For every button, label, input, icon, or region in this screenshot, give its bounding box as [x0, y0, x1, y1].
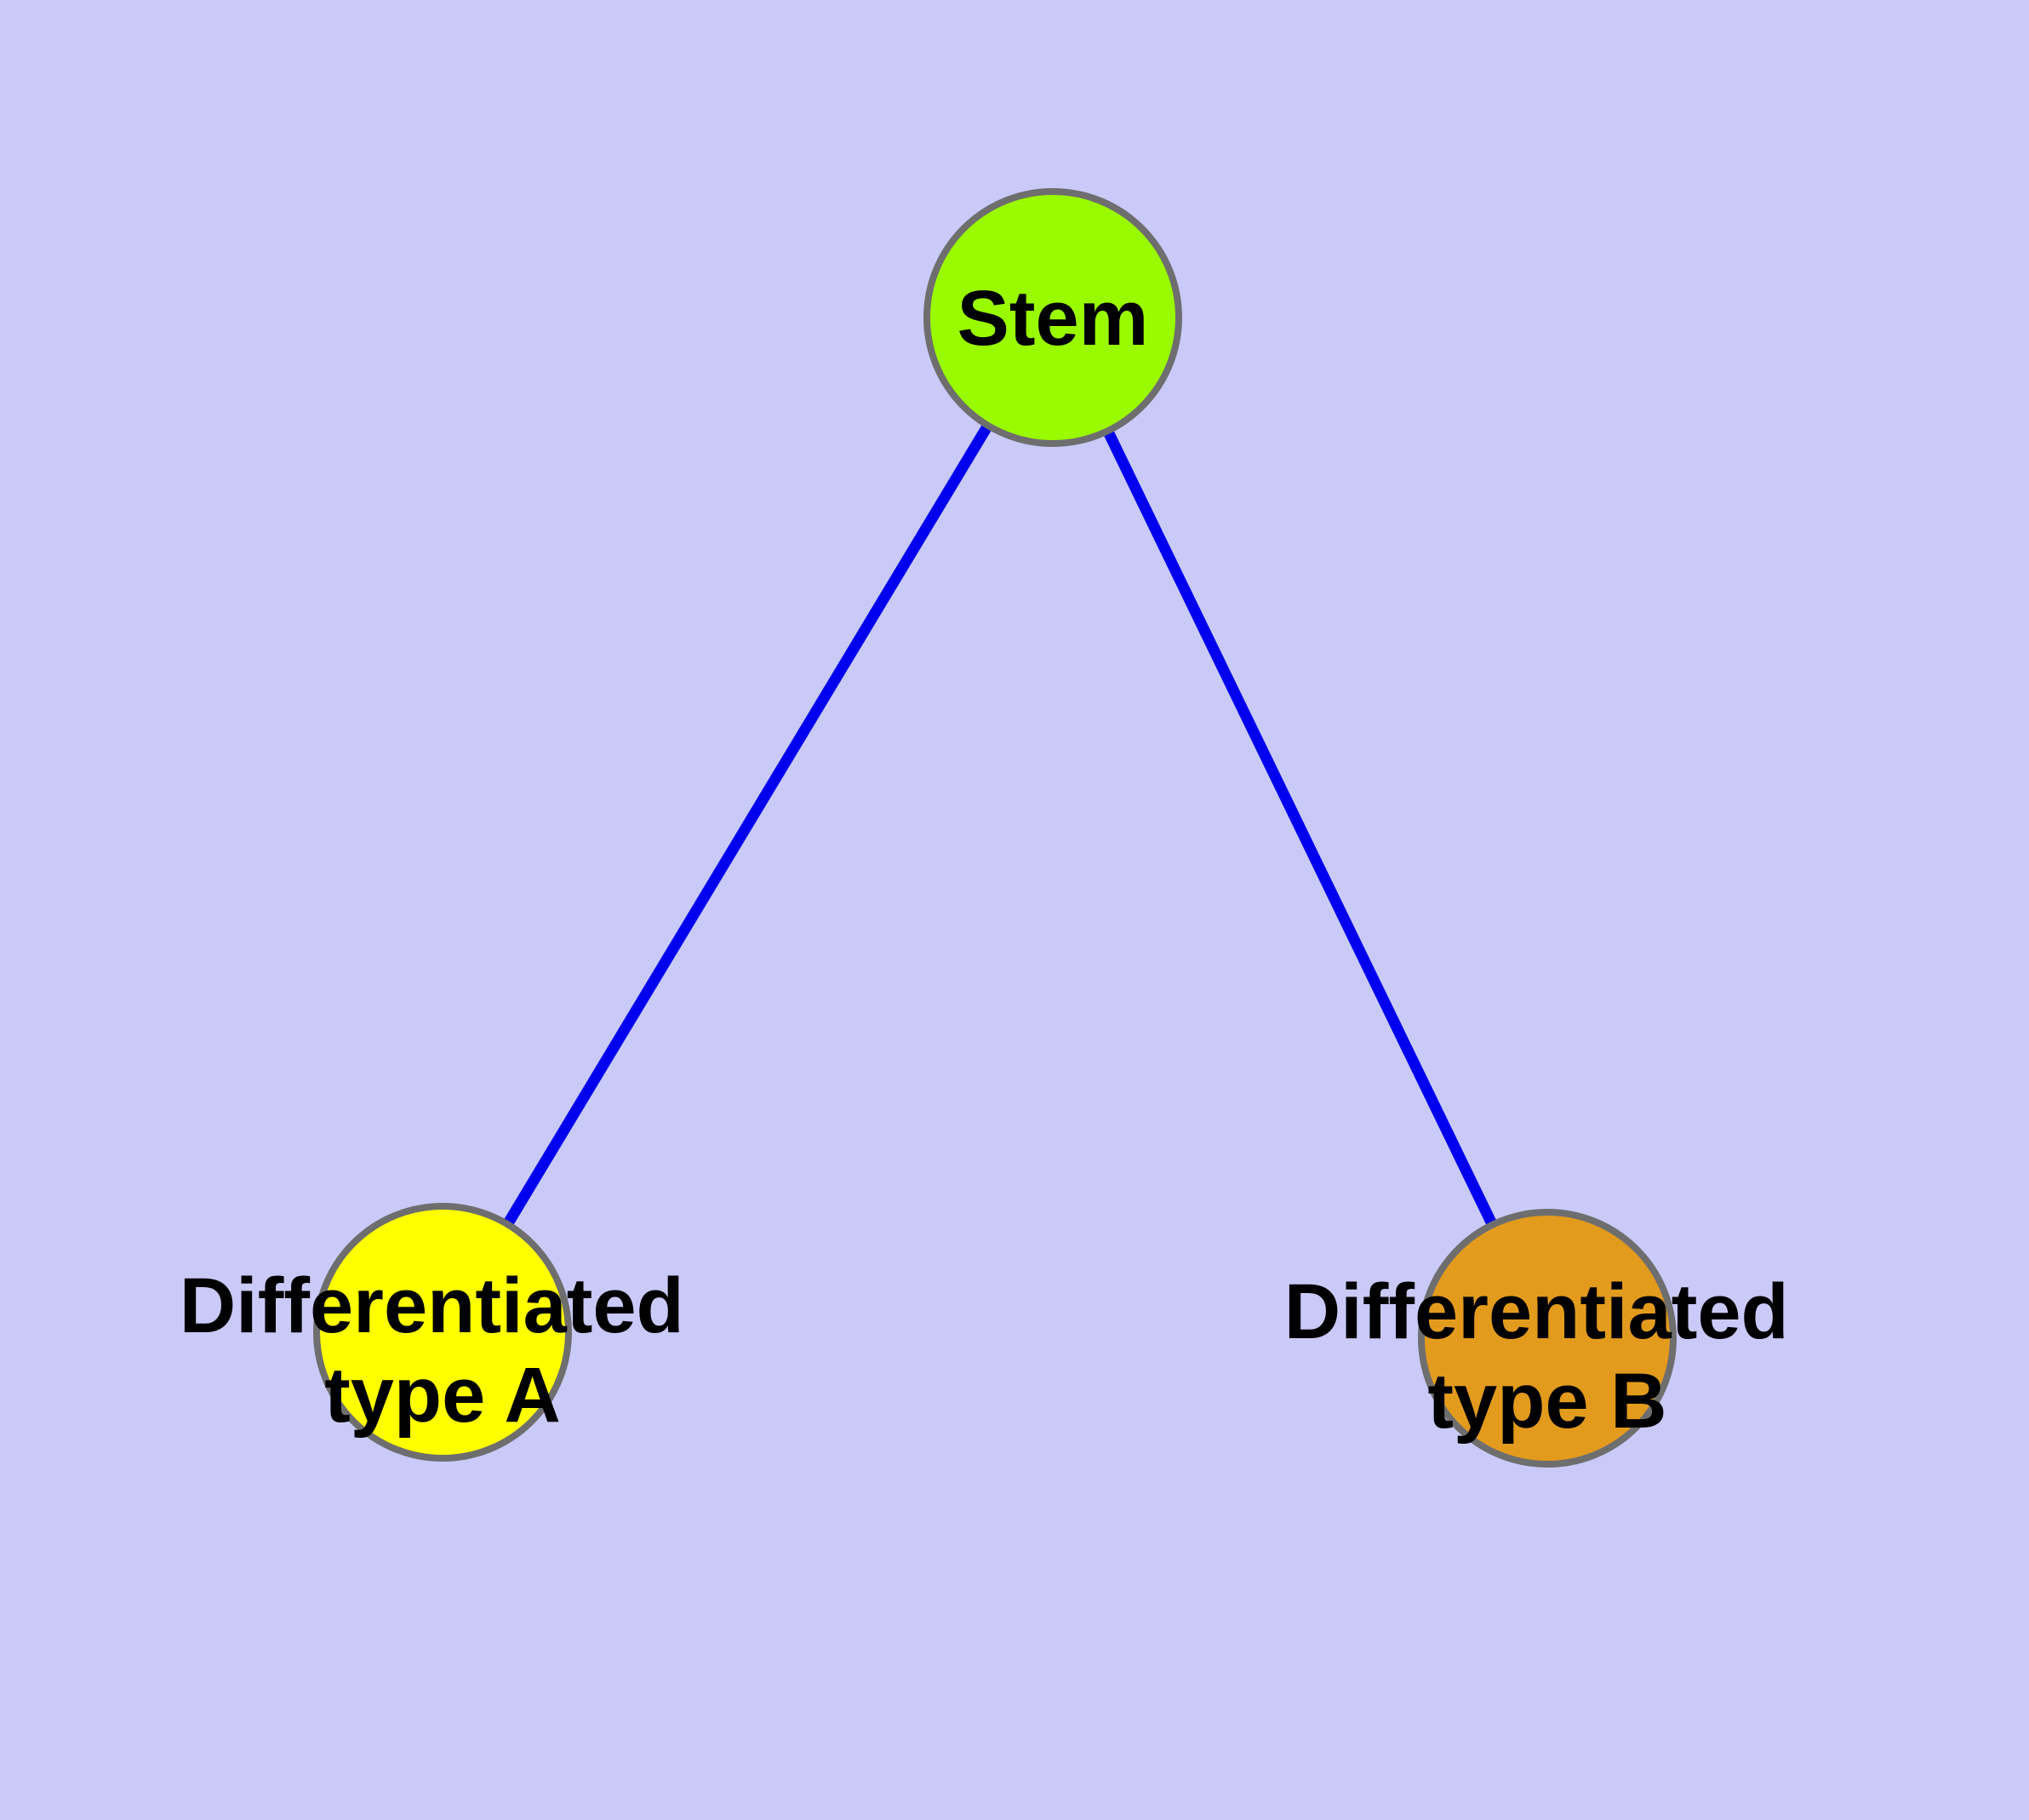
node-stem-label: Stem	[957, 275, 1149, 362]
label-layer: Stem Differentiated type A Differentiate…	[180, 275, 1811, 1445]
node-type-a-label-line-1: Differentiated	[180, 1262, 684, 1349]
node-type-b-label: Differentiated type B	[1284, 1268, 1811, 1445]
edge-layer	[437, 314, 1552, 1341]
node-stem-circle	[923, 188, 1182, 447]
node-type-a-label-line-2: type A	[324, 1352, 561, 1439]
node-type-a-circle	[313, 1203, 572, 1462]
node-type-b-label-line-1: Differentiated	[1284, 1268, 1789, 1355]
edge-stem-to-type-a	[437, 314, 1058, 1336]
node-type-b-label-line-2: type B	[1427, 1358, 1666, 1445]
node-type-a-label: Differentiated type A	[180, 1262, 706, 1439]
edge-stem-to-type-b	[1048, 315, 1552, 1341]
node-type-b-circle	[1418, 1209, 1677, 1468]
node-layer	[313, 188, 1677, 1468]
